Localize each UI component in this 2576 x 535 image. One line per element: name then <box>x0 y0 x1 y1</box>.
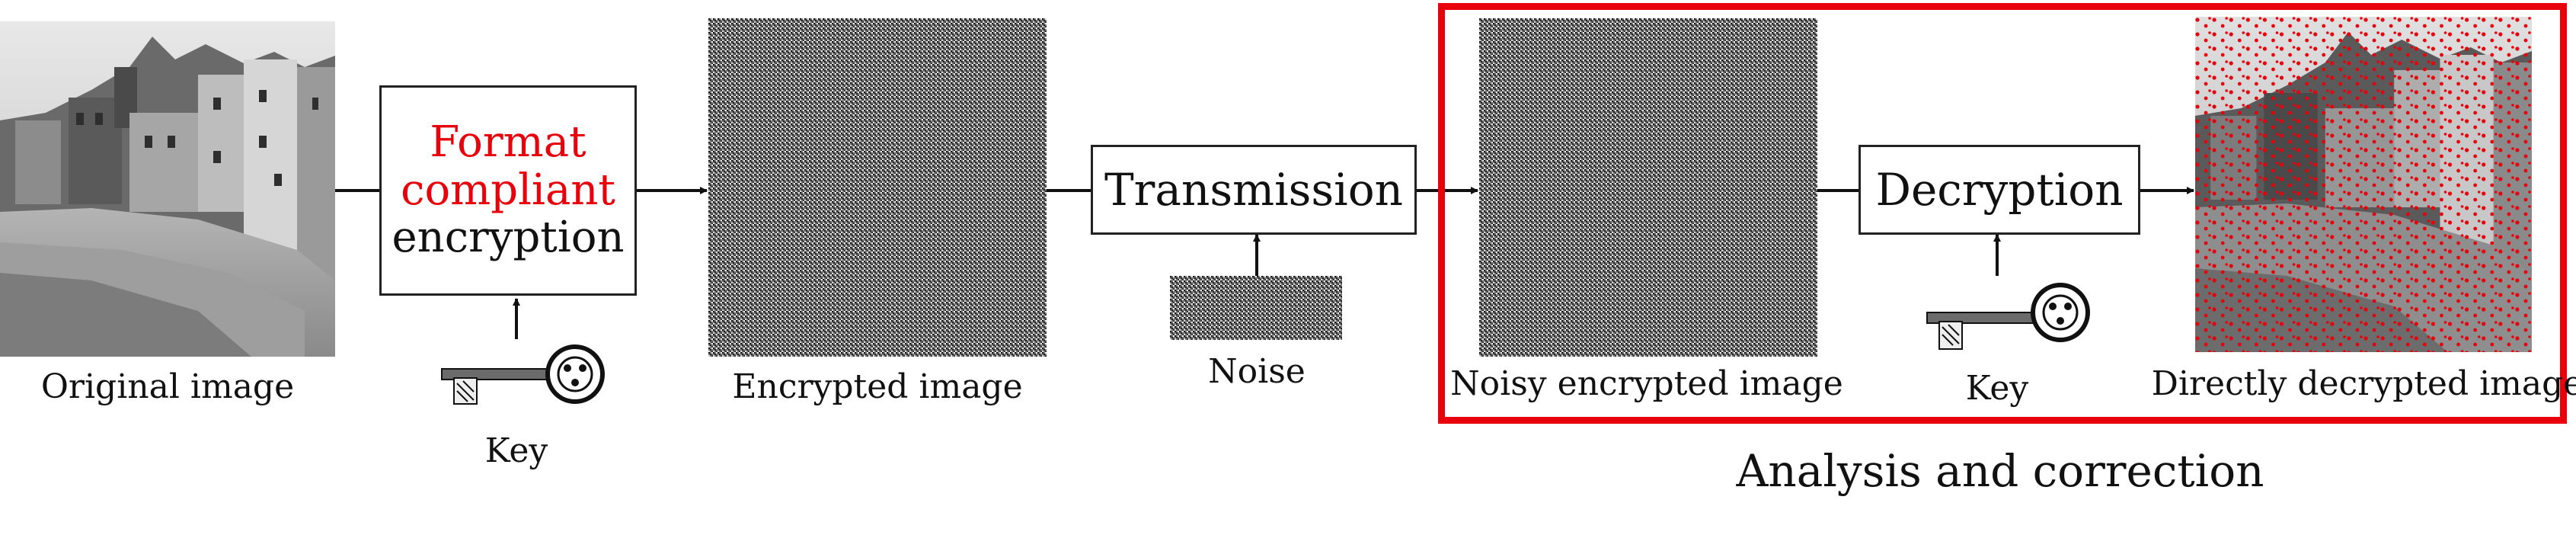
directly-decrypted-image <box>2195 17 2532 352</box>
caption-encrypted-image: Encrypted image <box>732 367 1023 406</box>
analysis-region-label: Analysis and correction <box>1736 445 2264 497</box>
analysis-region-frame <box>1438 3 2567 424</box>
caption-noisy-encrypted-image: Noisy encrypted image <box>1450 364 1843 403</box>
encryption-box-line1: Format <box>430 117 586 167</box>
transmission-box: Transmission <box>1091 145 1417 235</box>
original-image <box>0 21 335 357</box>
decryption-box-label: Decryption <box>1875 163 2124 216</box>
noise-image <box>1170 276 1342 340</box>
noisy-encrypted-image <box>1479 18 1817 357</box>
encryption-box: Format compliant encryption <box>379 85 637 296</box>
caption-noise: Noise <box>1208 352 1306 391</box>
caption-key-1: Key <box>484 431 548 470</box>
caption-key-2: Key <box>1965 369 2029 408</box>
transmission-box-label: Transmission <box>1104 163 1403 216</box>
encryption-box-line3: encryption <box>392 213 625 263</box>
caption-original-image: Original image <box>40 367 295 406</box>
decryption-box: Decryption <box>1858 145 2140 235</box>
encrypted-image <box>708 18 1047 357</box>
caption-directly-decrypted-image: Directly decrypted image <box>2151 364 2576 403</box>
encryption-box-line2: compliant <box>401 165 615 215</box>
key-icon <box>427 341 609 410</box>
key-icon <box>1912 276 2095 360</box>
